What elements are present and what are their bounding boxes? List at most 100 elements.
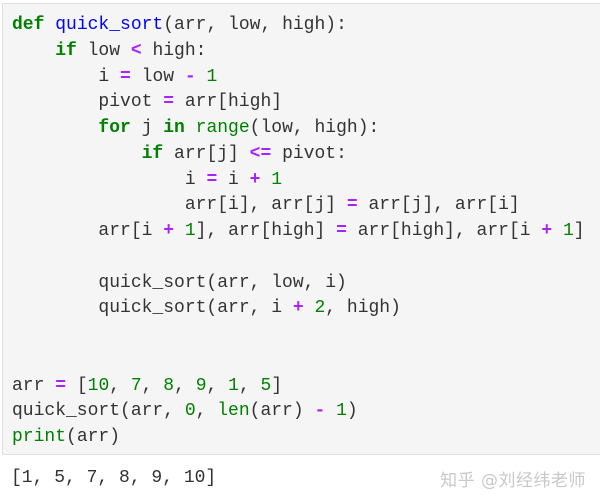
token-kw: in: [163, 118, 185, 138]
token-text: [12, 144, 142, 164]
token-text: quick_sort(arr, i: [12, 298, 293, 319]
token-op: -: [314, 401, 326, 422]
token-num: 8: [163, 375, 175, 396]
token-num: 1: [228, 375, 239, 396]
token-num: 10: [87, 375, 110, 396]
code-line: def quick_sort(arr, low, high):: [12, 13, 585, 39]
token-num: 2: [314, 298, 326, 319]
token-text: (arr): [249, 401, 315, 422]
token-text: arr: [12, 375, 56, 396]
token-text: (arr): [66, 427, 121, 447]
token-text: i: [12, 169, 207, 190]
token-text: [12, 118, 98, 138]
token-text: ,: [238, 375, 261, 396]
token-text: [: [66, 375, 88, 396]
code-line: print(arr): [12, 425, 585, 451]
token-op: +: [541, 221, 553, 241]
token-text: j: [130, 118, 164, 138]
code-line: quick_sort(arr, 0, len(arr) - 1): [12, 399, 585, 425]
token-op: +: [249, 169, 261, 190]
token-bi: range: [195, 118, 250, 138]
token-text: [174, 221, 185, 241]
token-op: -: [184, 66, 196, 87]
token-num: 1: [336, 401, 347, 422]
token-text: arr[high], arr[i: [346, 221, 542, 241]
token-text: ): [346, 401, 358, 422]
code-line: quick_sort(arr, i + 2, high): [12, 296, 585, 322]
token-num: 1: [184, 221, 196, 241]
token-text: pivot:: [271, 143, 347, 164]
code-line: [12, 245, 585, 271]
code-line: i = i + 1: [12, 168, 585, 194]
token-num: 1: [562, 221, 574, 241]
token-text: [196, 67, 207, 87]
token-text: quick_sort(arr,: [12, 401, 185, 422]
token-text: [12, 41, 55, 61]
token-text: [44, 15, 55, 35]
token-op: <=: [249, 143, 272, 164]
token-text: high:: [141, 40, 207, 61]
token-text: ]: [573, 221, 585, 241]
code-line: arr = [10, 7, 8, 9, 1, 5]: [12, 374, 585, 400]
token-text: arr[j]: [163, 143, 250, 164]
token-text: arr[i], arr[j]: [12, 195, 347, 216]
token-op: =: [55, 375, 67, 396]
token-op: =: [163, 92, 175, 113]
token-op: =: [346, 195, 358, 216]
token-kw: def: [12, 15, 45, 35]
code-line: i = low - 1: [12, 65, 585, 91]
code-line: arr[i + 1], arr[high] = arr[high], arr[i…: [12, 219, 585, 245]
token-text: [304, 298, 315, 318]
code-line: [12, 348, 585, 374]
token-text: ,: [109, 375, 131, 396]
token-text: ]: [271, 375, 283, 396]
token-text: ,: [174, 375, 196, 396]
token-text: [185, 118, 196, 138]
token-bi: len: [217, 401, 250, 422]
token-text: arr[i: [12, 221, 164, 241]
token-num: 5: [260, 375, 272, 396]
token-kw: if: [141, 143, 164, 164]
code-line: [12, 322, 585, 348]
code-line: quick_sort(arr, low, i): [12, 271, 585, 297]
code-line: for j in range(low, high):: [12, 116, 585, 142]
token-num: 1: [271, 169, 283, 190]
token-op: =: [206, 169, 218, 190]
token-text: pivot: [12, 92, 164, 113]
token-op: =: [120, 66, 131, 87]
token-num: 7: [130, 375, 142, 396]
token-kw: if: [55, 40, 77, 61]
cell-output: [1, 5, 7, 8, 9, 10]: [11, 468, 217, 488]
token-op: =: [336, 221, 347, 241]
token-text: ,: [195, 401, 218, 422]
token-text: arr[high]: [174, 92, 283, 113]
token-op: +: [163, 221, 175, 241]
token-text: ], arr[high]: [195, 221, 337, 241]
token-num: 0: [184, 401, 196, 422]
token-num: 9: [195, 375, 207, 396]
token-text: (low, high):: [249, 118, 380, 138]
watermark: 知乎 @刘经纬老师: [440, 471, 586, 491]
code-editor[interactable]: def quick_sort(arr, low, high): if low <…: [12, 13, 585, 451]
token-text: arr[j], arr[i]: [357, 195, 520, 216]
token-op: <: [130, 40, 142, 61]
token-kw: for: [98, 118, 131, 138]
token-text: quick_sort(arr, low, i): [12, 272, 347, 293]
token-bi: print: [12, 427, 67, 447]
token-text: (arr, low, high):: [163, 15, 347, 35]
token-text: i: [12, 66, 121, 87]
token-text: ,: [141, 375, 164, 396]
token-text: [260, 170, 271, 190]
token-text: low: [76, 40, 131, 61]
token-text: i: [217, 169, 250, 190]
token-text: , high): [325, 298, 401, 319]
token-text: [552, 221, 563, 241]
code-cell[interactable]: def quick_sort(arr, low, high): if low <…: [2, 3, 600, 455]
token-op: +: [292, 298, 304, 319]
code-line: if arr[j] <= pivot:: [12, 142, 585, 168]
token-num: 1: [206, 66, 218, 87]
token-text: ,: [206, 375, 229, 396]
token-fn: quick_sort: [55, 15, 164, 35]
token-text: low: [130, 66, 185, 87]
code-line: if low < high:: [12, 39, 585, 65]
